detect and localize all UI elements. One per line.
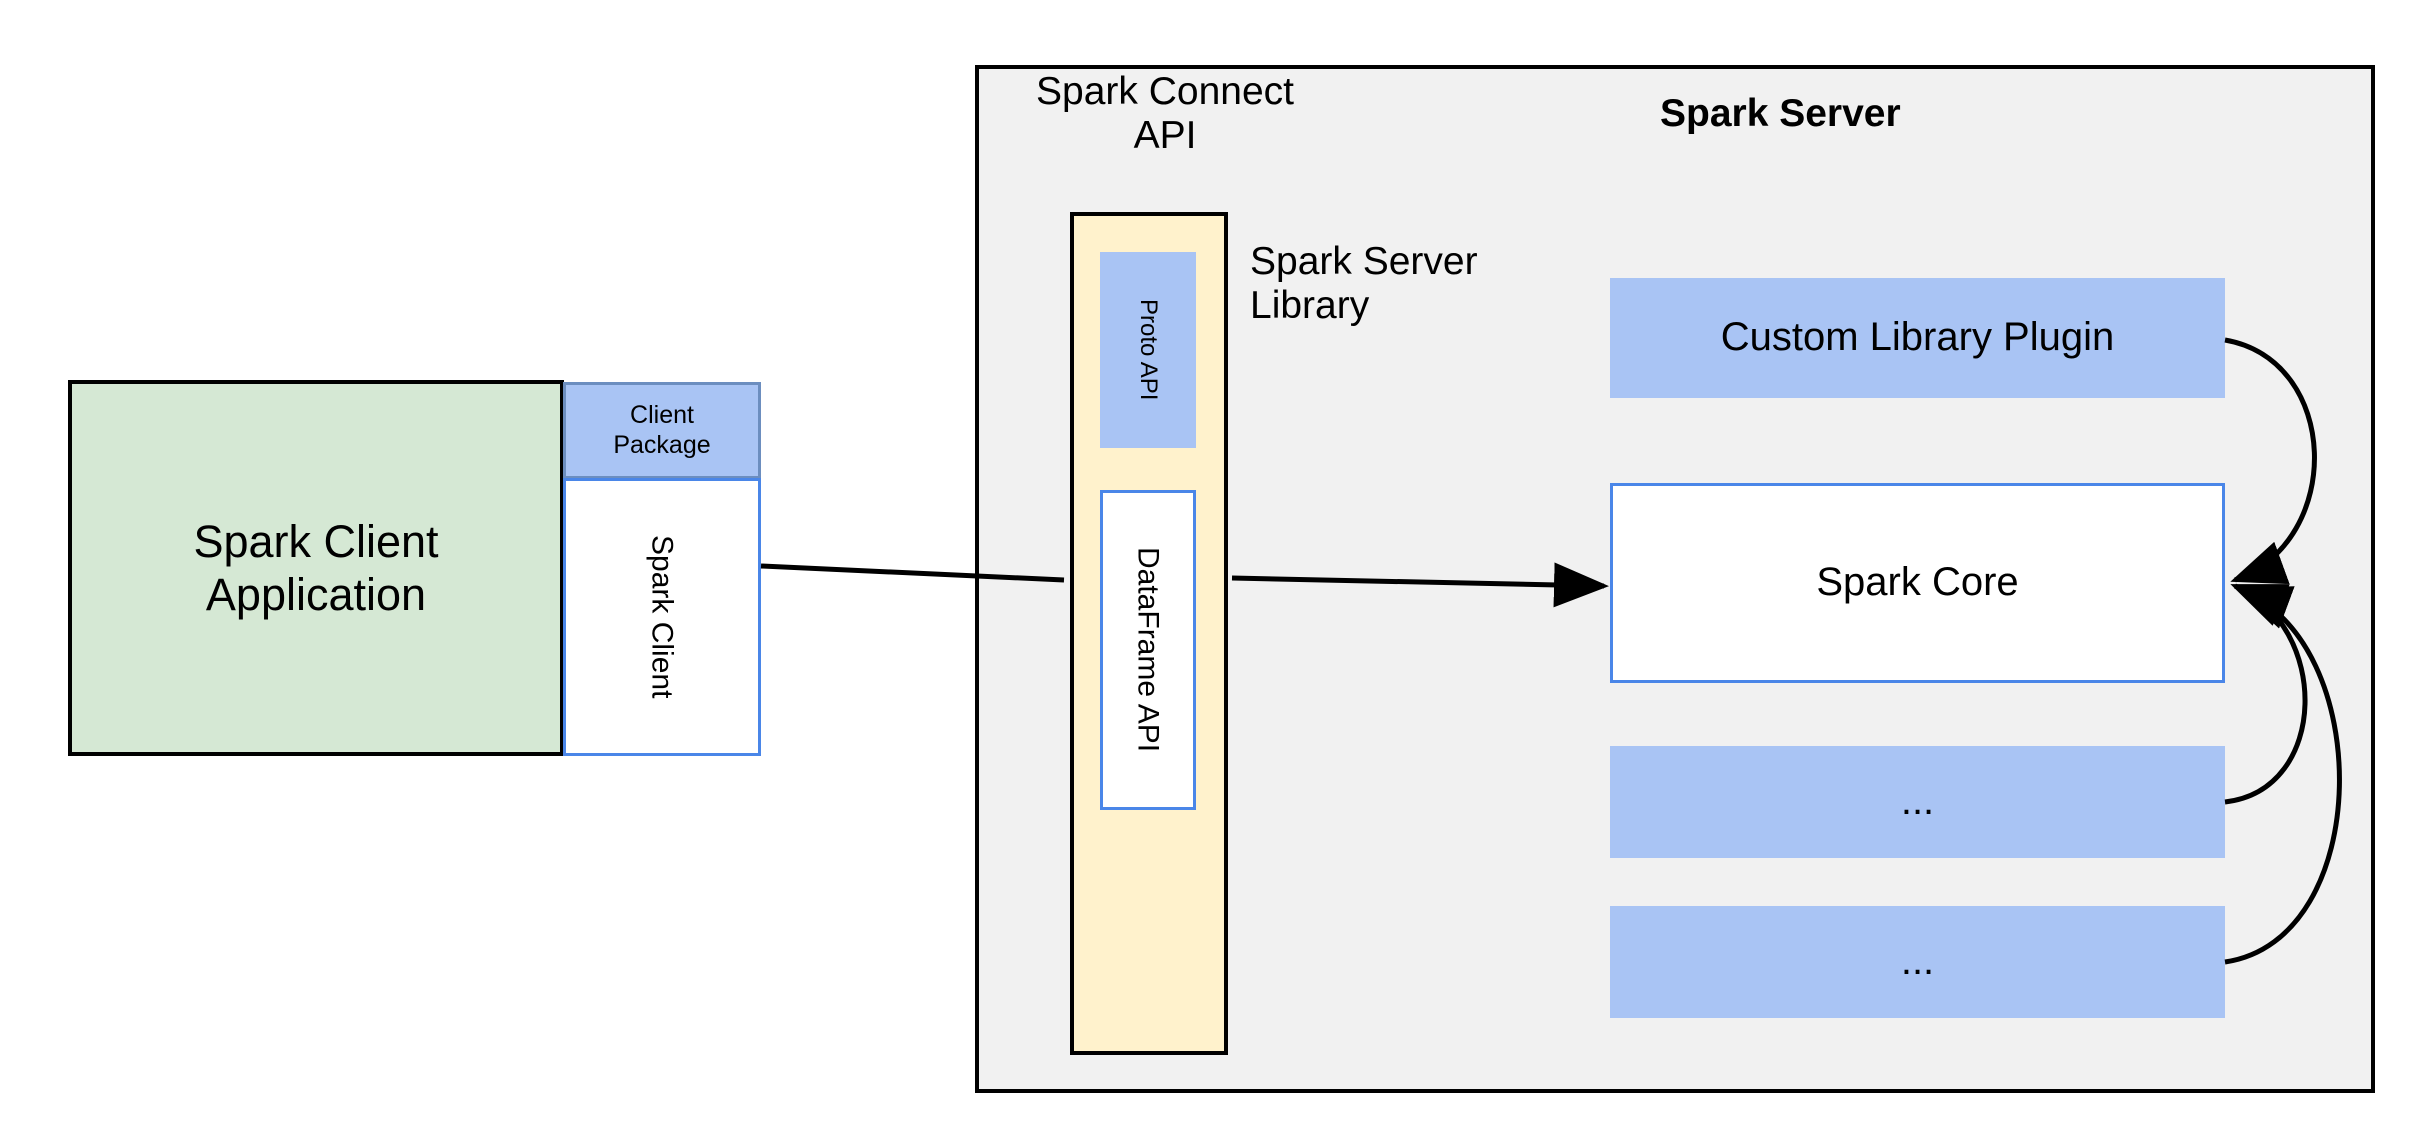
ellipsis-label-1: ... xyxy=(1900,779,1935,824)
client-package-box[interactable]: Client Package xyxy=(563,382,761,479)
spark-core-label: Spark Core xyxy=(1816,560,2019,605)
spark-connect-api-line-1: Spark Connect xyxy=(1036,70,1294,113)
spark-connect-api-label: Spark Connect API xyxy=(1020,68,1310,160)
ellipsis-label-2: ... xyxy=(1900,939,1935,984)
spark-server-library-line-2: Library xyxy=(1250,284,1370,327)
spark-server-library-line-1: Spark Server xyxy=(1250,240,1478,283)
spark-core-box[interactable]: Spark Core xyxy=(1610,483,2225,683)
client-application-line-1: Spark Client xyxy=(193,515,439,567)
dataframe-api-box[interactable]: DataFrame API xyxy=(1100,490,1196,810)
proto-api-label: Proto API xyxy=(1135,299,1163,401)
spark-client-application-box[interactable]: Spark Client Application xyxy=(68,380,564,756)
ellipsis-box-1[interactable]: ... xyxy=(1610,746,2225,858)
spark-client-label: Spark Client xyxy=(645,535,679,699)
spark-server-library-label: Spark Server Library xyxy=(1250,240,1580,360)
custom-library-plugin-label: Custom Library Plugin xyxy=(1720,315,2115,360)
spark-connect-api-line-2: API xyxy=(1133,114,1197,157)
dataframe-api-label: DataFrame API xyxy=(1131,547,1165,753)
spark-client-box[interactable]: Spark Client xyxy=(563,478,761,756)
client-package-line-2: Package xyxy=(613,430,711,459)
proto-api-box[interactable]: Proto API xyxy=(1100,252,1196,448)
ellipsis-box-2[interactable]: ... xyxy=(1610,906,2225,1018)
spark-server-title: Spark Server xyxy=(1660,92,1901,135)
custom-library-plugin-box[interactable]: Custom Library Plugin xyxy=(1610,278,2225,398)
client-package-line-1: Client xyxy=(630,401,694,429)
client-application-line-2: Application xyxy=(205,569,427,620)
